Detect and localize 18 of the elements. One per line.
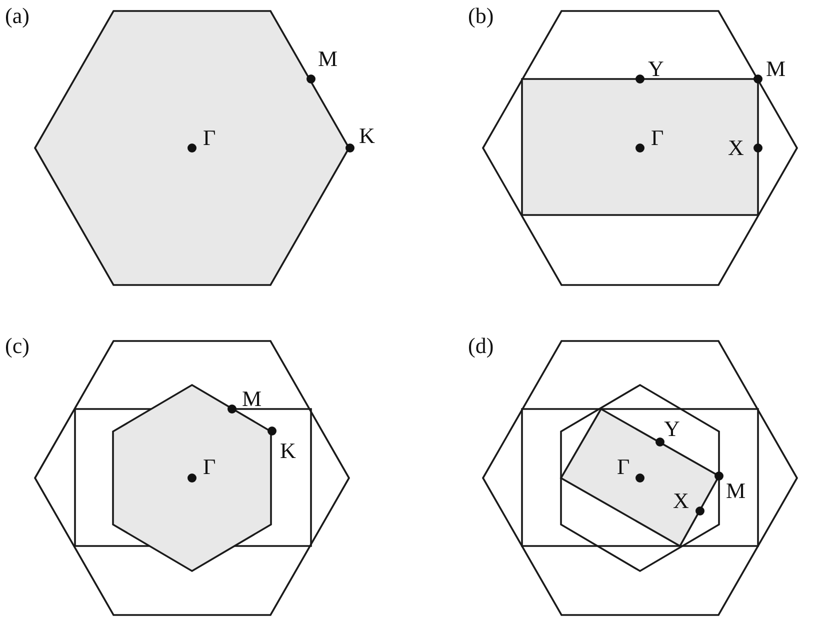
panel-label: (c) xyxy=(5,335,30,357)
panel-label: (d) xyxy=(468,335,494,357)
panel-label: (a) xyxy=(5,5,30,27)
point-label: M xyxy=(766,58,786,80)
point-label: Γ xyxy=(651,127,664,149)
point-label: M xyxy=(726,480,746,502)
point-label: M xyxy=(318,48,338,70)
point-label: M xyxy=(242,388,262,410)
point-label: K xyxy=(359,125,375,147)
point-label: Γ xyxy=(203,456,216,478)
point-label: X xyxy=(728,137,744,159)
point-label: Y xyxy=(664,418,680,440)
point-label: K xyxy=(280,440,296,462)
point-label: Γ xyxy=(617,456,630,478)
point-label: Y xyxy=(648,58,664,80)
point-label: X xyxy=(673,490,689,512)
panel-label: (b) xyxy=(468,5,494,27)
point-label: Γ xyxy=(203,127,216,149)
